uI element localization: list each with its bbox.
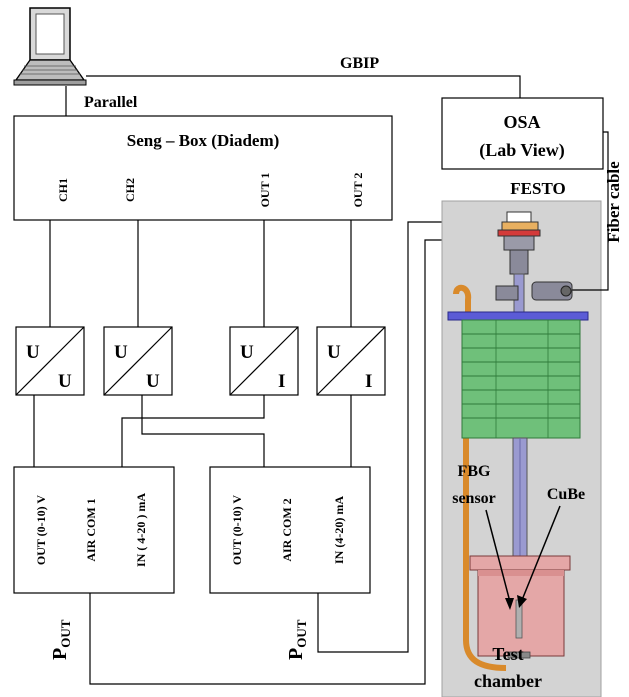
svg-text:U: U [26,342,40,363]
test-chamber-line1: Test [492,644,523,664]
gbip-cable [86,75,521,98]
channel-out1: OUT 1 [258,173,272,208]
fiber-cable-label: Fiber cable [604,161,623,243]
pout-line-2 [317,221,500,653]
unit2-port-air: AIR COM 2 [280,498,294,561]
unit1-port-in: IN ( 4-20 ) mA [134,493,148,567]
p-out-label-1: POUT [49,619,73,660]
unit1-port-air: AIR COM 1 [84,498,98,561]
fbg-label-line1: FBG [458,463,491,480]
parallel-label: Parallel [84,94,138,111]
converter-2: U U [103,326,173,396]
gbip-label: GBIP [340,55,379,72]
converter-3: U I [229,326,299,396]
test-chamber-line2: chamber [474,671,542,691]
converter-4: U I [316,326,386,396]
svg-text:U: U [146,371,160,392]
seng-box-title: Seng – Box (Diadem) [127,131,280,150]
fbg-label-line2: sensor [452,490,496,507]
fiber-cable [572,131,609,291]
unit2-port-in: IN (4-20) mA [332,496,346,564]
svg-text:I: I [365,371,372,392]
svg-text:POUT: POUT [285,619,309,660]
channel-ch2: CH2 [123,178,137,202]
festo-unit-1 [13,466,175,594]
festo-apparatus-drawing [447,211,589,671]
unit2-port-out: OUT (0-10) V [230,495,244,566]
seng-box [13,115,393,221]
festo-label: FESTO [510,179,565,198]
svg-text:U: U [58,371,72,392]
svg-text:U: U [114,342,128,363]
wire-conv3-unit1 [121,395,265,467]
osa-box [441,97,604,170]
laptop-icon [13,7,87,86]
festo-unit-2 [209,466,371,594]
osa-subtitle: (Lab View) [479,140,565,161]
unit1-port-out: OUT (0-10) V [34,495,48,566]
osa-title: OSA [503,112,540,132]
p-out-label-2: POUT [285,619,309,660]
svg-text:I: I [278,371,285,392]
pout-line-1 [89,239,500,685]
wire-conv2-unit2 [141,395,265,467]
cube-label: CuBe [547,486,585,503]
svg-text:U: U [240,342,254,363]
converter-1: U U [15,326,85,396]
channel-ch1: CH1 [56,178,70,202]
cube-arrow [521,505,561,601]
svg-text:POUT: POUT [49,619,73,660]
channel-out2: OUT 2 [351,173,365,208]
fbg-arrow [485,509,511,603]
svg-text:U: U [327,342,341,363]
